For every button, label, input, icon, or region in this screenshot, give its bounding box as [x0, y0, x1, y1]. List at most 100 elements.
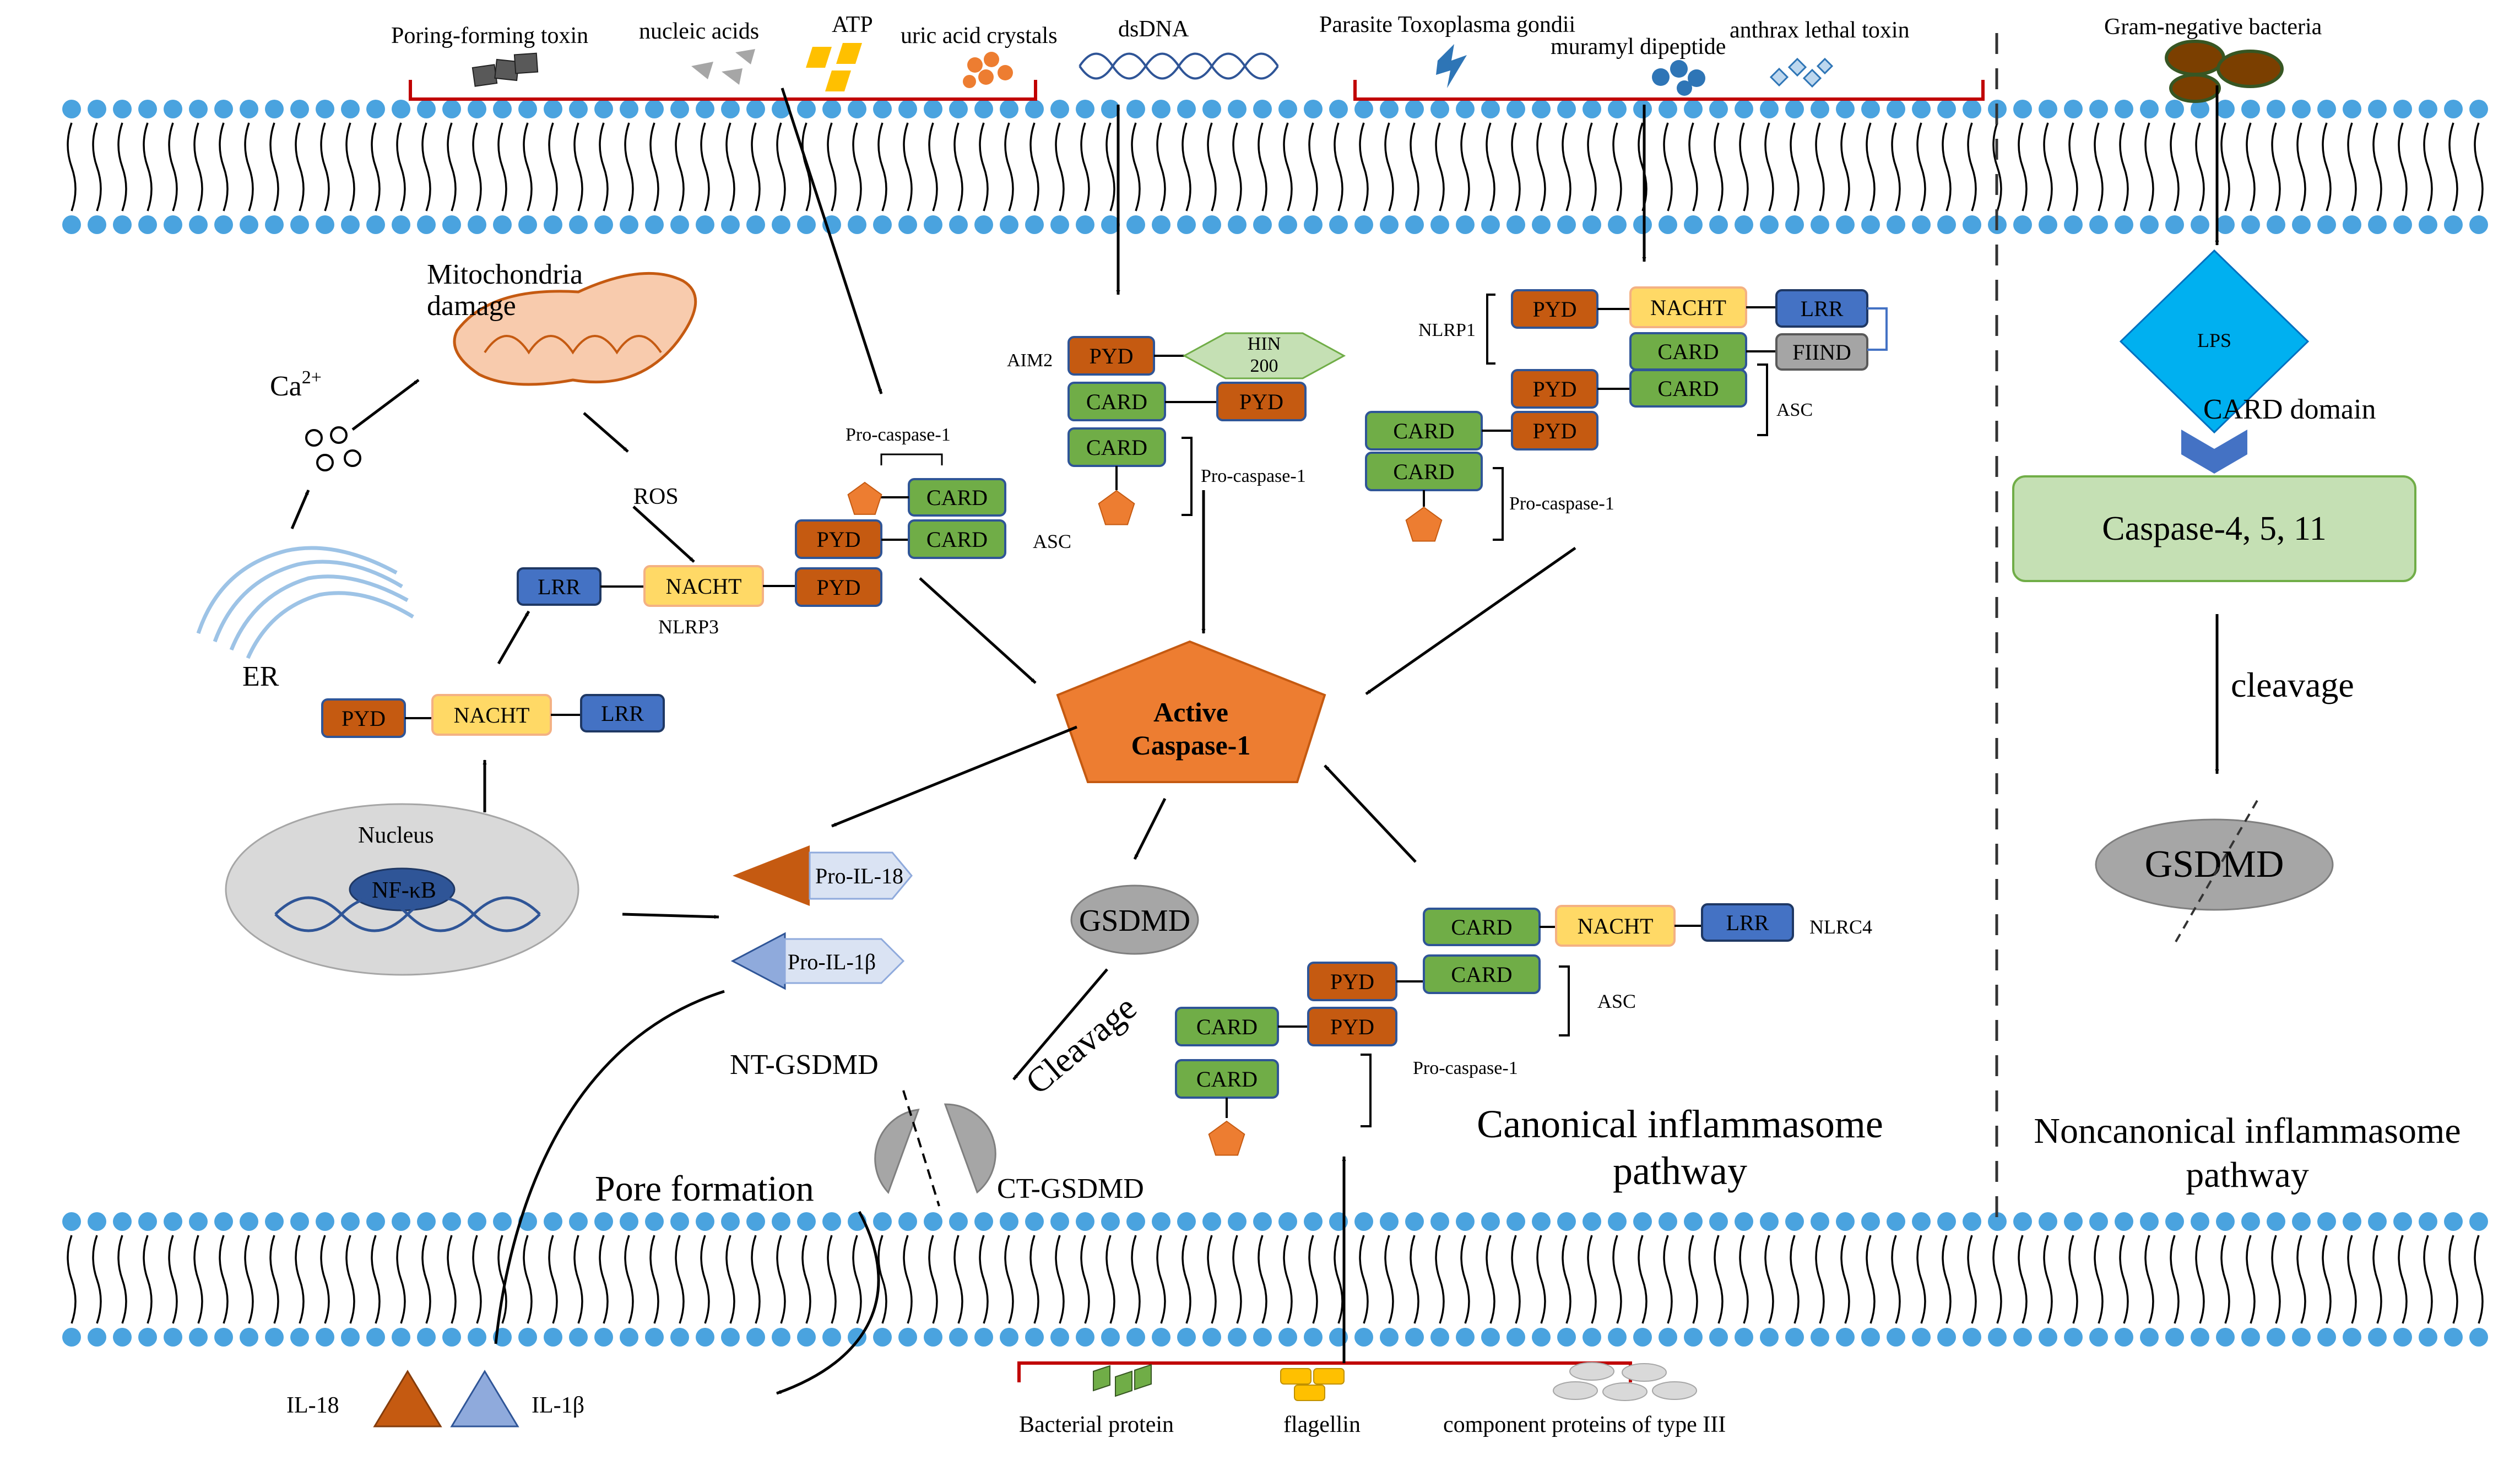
- lipid-head: [1481, 215, 1500, 234]
- lipid-tail: [1384, 122, 1394, 211]
- lipid-tail: [573, 1235, 583, 1324]
- lipid-head: [1659, 1212, 1677, 1231]
- lipid-head: [265, 100, 284, 118]
- lipid-tail: [320, 1235, 330, 1324]
- lipid-tail: [1714, 122, 1724, 211]
- lipid-head: [924, 1212, 942, 1231]
- lipid-head: [1861, 100, 1880, 118]
- lipid-head: [721, 1328, 740, 1347]
- lipid-head: [1000, 215, 1018, 234]
- pyd-domain-label: PYD: [816, 575, 860, 600]
- lipid-head: [113, 100, 132, 118]
- lipid-tail: [1942, 1235, 1952, 1324]
- arrow: [831, 725, 1077, 828]
- lipid-head: [2013, 1328, 2032, 1347]
- lipid-tail: [1714, 1235, 1724, 1324]
- lipid-head: [1329, 100, 1348, 118]
- label-nucleic-acids: nucleic acids: [639, 19, 759, 44]
- lipid-head: [1177, 215, 1196, 234]
- lipid-head: [594, 1212, 613, 1231]
- lipid-head: [2368, 1212, 2387, 1231]
- lipid-tail: [2195, 122, 2205, 211]
- lipid-head: [746, 100, 765, 118]
- lipid-head: [1506, 100, 1525, 118]
- lipid-head: [746, 1328, 765, 1347]
- lipid-head: [366, 100, 385, 118]
- lipid-head: [1000, 100, 1018, 118]
- lipid-head: [898, 100, 917, 118]
- lipid-head: [873, 215, 892, 234]
- gsdmd-ellipse: [1070, 884, 1199, 955]
- lipid-head: [1659, 100, 1677, 118]
- lipid-head: [1000, 1328, 1018, 1347]
- lipid-tail: [1638, 122, 1648, 211]
- lipid-head: [1608, 1328, 1627, 1347]
- lipid-tail: [1080, 122, 1090, 211]
- lipid-tail: [269, 1235, 279, 1324]
- lipid-head: [2115, 215, 2133, 234]
- lipid-head: [873, 1212, 892, 1231]
- lipid-head: [2089, 1212, 2108, 1231]
- lipid-head: [1177, 1212, 1196, 1231]
- lipid-head: [2267, 1328, 2285, 1347]
- lipid-tail: [725, 122, 735, 211]
- lipid-tail: [1587, 1235, 1597, 1324]
- label-active: Active: [1153, 697, 1228, 728]
- lipid-tail: [2195, 1235, 2205, 1324]
- lipid-head: [1456, 215, 1475, 234]
- bracket: [1182, 437, 1193, 516]
- lipid-head: [949, 100, 968, 118]
- lipid-head: [468, 1328, 486, 1347]
- lipid-head: [721, 215, 740, 234]
- lipid-head: [88, 1212, 106, 1231]
- lipid-tail: [244, 1235, 254, 1324]
- arrow: [919, 577, 1037, 684]
- label-caspase-1: Caspase-1: [1131, 730, 1251, 761]
- lipid-tail: [751, 122, 761, 211]
- lipid-head: [1430, 100, 1449, 118]
- lipid-head: [265, 1328, 284, 1347]
- lipid-head: [2191, 100, 2209, 118]
- lipid-head: [696, 215, 714, 234]
- pyd-domain: [1511, 411, 1598, 451]
- card-domain-label: CARD: [1657, 339, 1719, 364]
- lipid-head: [189, 1328, 208, 1347]
- lipid-head: [1126, 1328, 1145, 1347]
- fiind-domain-label: FIIND: [1792, 340, 1851, 365]
- label-pro-il-18: Pro-IL-18: [815, 864, 903, 888]
- lipid-tail: [269, 122, 279, 211]
- lipid-head: [164, 1212, 182, 1231]
- lipid-tail: [979, 1235, 989, 1324]
- lipid-head: [2165, 215, 2184, 234]
- card-domain: [1629, 369, 1747, 408]
- lipid-tail: [1790, 1235, 1800, 1324]
- lipid-tail: [2144, 122, 2154, 211]
- lipid-tail: [776, 1235, 786, 1324]
- label-pro-caspase-nlrp1: Pro-caspase-1: [1509, 493, 1614, 514]
- label-asc: ASC: [1033, 530, 1071, 552]
- lipid-tail: [1486, 1235, 1495, 1324]
- lipid-tail: [1511, 122, 1521, 211]
- label-noncanonical-line2: pathway: [2186, 1155, 2309, 1195]
- lipid-tail: [2170, 1235, 2180, 1324]
- lipid-tail: [2018, 122, 2028, 211]
- lipid-tail: [2271, 1235, 2281, 1324]
- toxoplasma-icon: [1436, 44, 1467, 88]
- lipid-tail: [649, 1235, 659, 1324]
- lipid-head: [1659, 1328, 1677, 1347]
- lipid-head: [2013, 1212, 2032, 1231]
- lipid-head: [1912, 1212, 1931, 1231]
- label-nfkb: NF-κB: [372, 878, 436, 903]
- lipid-head: [1633, 100, 1652, 118]
- card-domain-label: CARD: [1196, 1067, 1258, 1092]
- lipid-tail: [1055, 122, 1065, 211]
- lipid-head: [2444, 1212, 2463, 1231]
- arrow: [583, 412, 629, 453]
- bracket: [880, 453, 943, 465]
- lipid-head: [2419, 1328, 2437, 1347]
- lipid-head: [214, 100, 233, 118]
- lipid-head: [1101, 100, 1120, 118]
- lipid-tail: [1739, 122, 1749, 211]
- lipid-head: [1684, 215, 1703, 234]
- arrow: [622, 913, 719, 919]
